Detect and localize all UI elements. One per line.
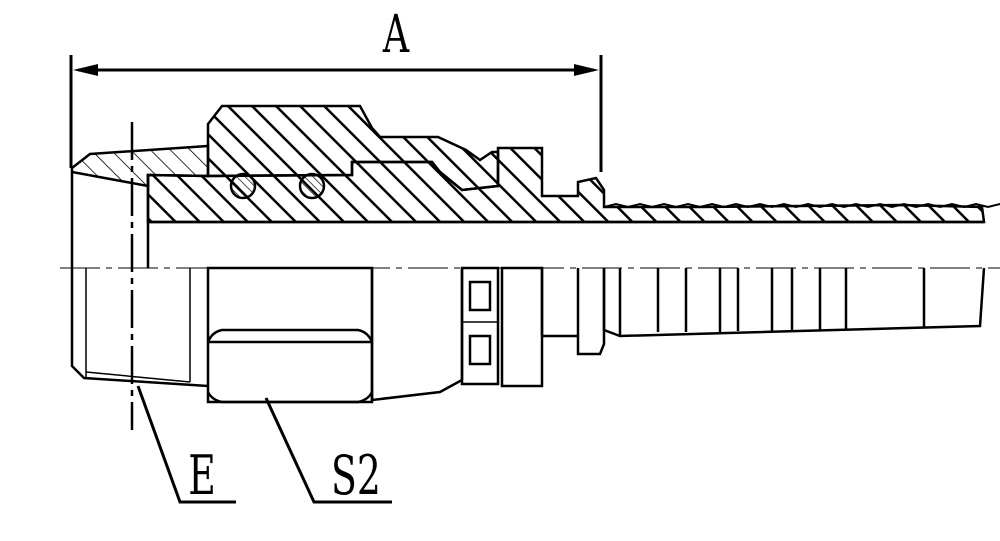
lock-ring bbox=[460, 266, 500, 386]
thread-bottom-line bbox=[85, 371, 191, 383]
leader-e-line bbox=[136, 385, 236, 504]
hose-barb-outline bbox=[602, 267, 986, 338]
leader-s2-line bbox=[264, 397, 392, 504]
arrowhead-right bbox=[574, 64, 599, 76]
hex-chamfer-top bbox=[206, 328, 374, 343]
arrowhead-left bbox=[73, 64, 98, 76]
hex-chamfer-bottom bbox=[206, 391, 374, 404]
male-thread-crest bbox=[70, 144, 210, 188]
male-thread-end bbox=[70, 172, 209, 388]
leader-e: E bbox=[136, 385, 236, 507]
o-ring-left bbox=[229, 172, 257, 200]
lock-slot-upper bbox=[468, 280, 492, 312]
body-collar bbox=[500, 266, 544, 388]
dimension-a: A bbox=[69, 3, 603, 172]
leader-s2: S2 bbox=[264, 397, 392, 507]
section-view bbox=[70, 104, 1000, 268]
ferrule-lip bbox=[576, 268, 606, 356]
neck-curve bbox=[371, 391, 441, 401]
o-ring-right bbox=[298, 172, 326, 200]
lock-slot-lower bbox=[468, 334, 492, 366]
hex-s2-label: S2 bbox=[331, 444, 381, 507]
dimension-a-label: A bbox=[382, 3, 410, 64]
hex-nut bbox=[206, 266, 374, 404]
outside-view bbox=[70, 172, 986, 404]
thread-e-label: E bbox=[188, 444, 216, 507]
barb-serrations bbox=[603, 202, 1000, 209]
nut-neck bbox=[370, 268, 464, 402]
nipple-body-section bbox=[146, 146, 986, 224]
